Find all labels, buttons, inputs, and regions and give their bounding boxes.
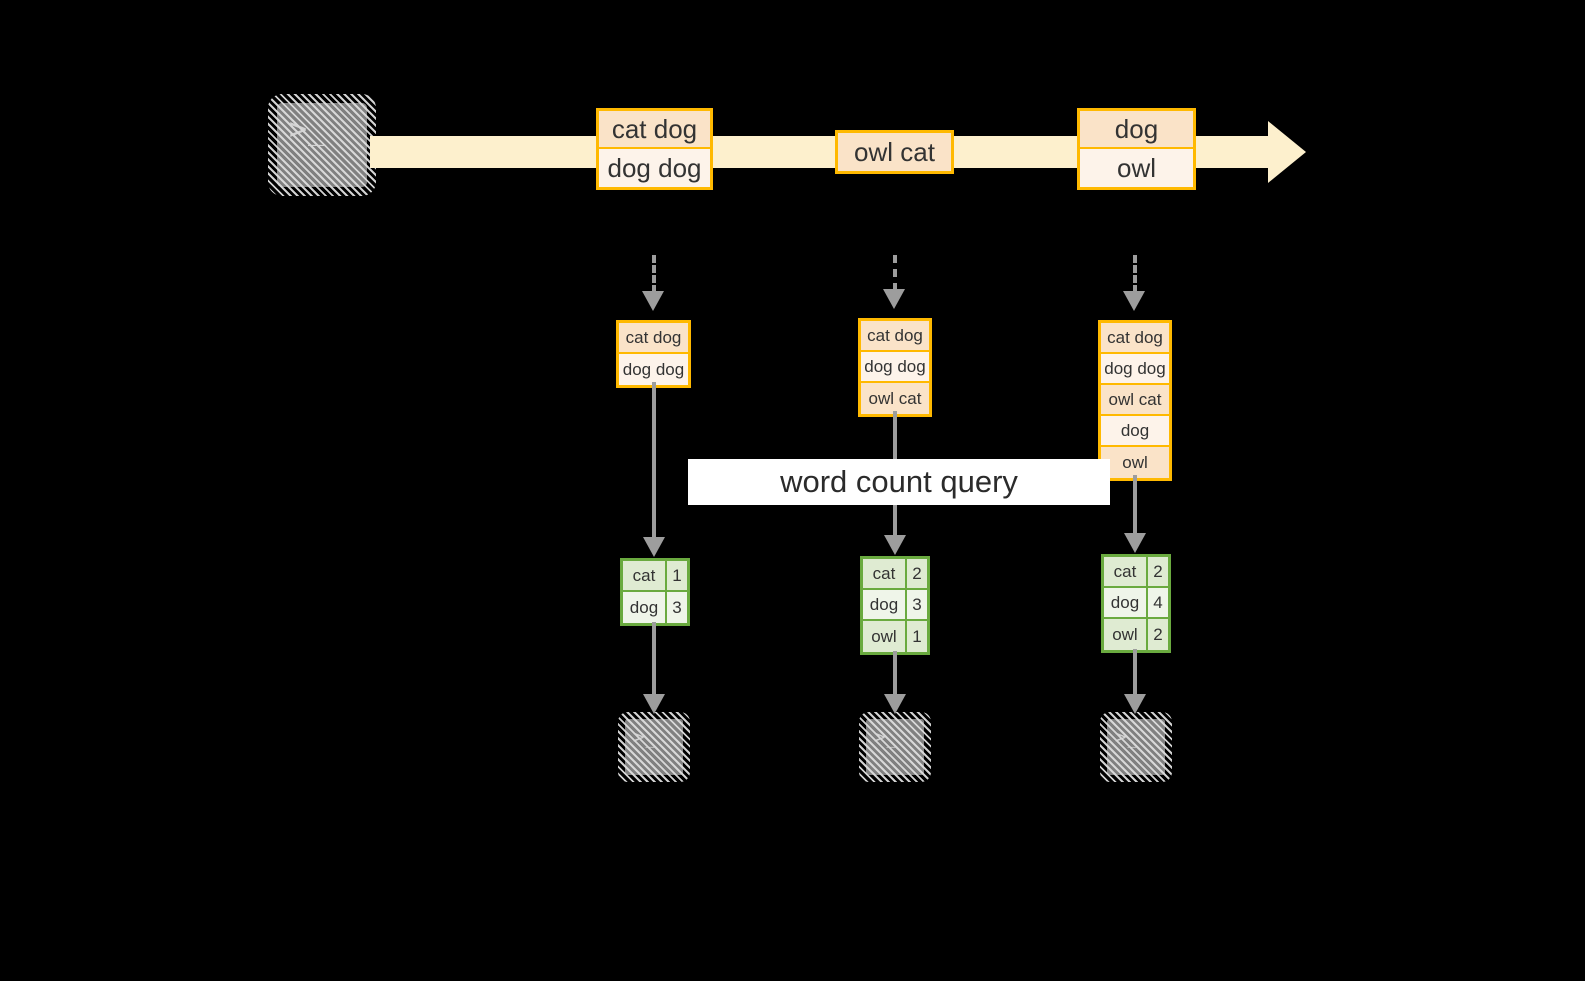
- stream-event-line: dog: [1080, 111, 1193, 149]
- snapshot-buffer-1: cat dog dog dog: [616, 320, 691, 388]
- table-cell-count: 2: [1147, 619, 1168, 650]
- sink-arrowhead-1: [643, 694, 665, 714]
- sink-terminal-icon-3: >_: [1100, 712, 1172, 782]
- table-row: cat 2: [1104, 557, 1168, 588]
- result-table-1: cat 1 dog 3: [620, 558, 690, 626]
- buffer-line: dog dog: [861, 352, 929, 383]
- table-row: dog 3: [863, 590, 927, 621]
- table-cell-word: owl: [1104, 619, 1148, 650]
- stream-event-line: owl cat: [838, 133, 951, 171]
- result-table-2: cat 2 dog 3 owl 1: [860, 556, 930, 655]
- stream-event-group-3: dog owl: [1077, 108, 1196, 190]
- stream-event-line: owl: [1080, 149, 1193, 187]
- table-cell-count: 3: [666, 592, 687, 623]
- table-cell-word: dog: [863, 590, 907, 619]
- query-arrowhead-2: [884, 535, 906, 555]
- table-row: cat 1: [623, 561, 687, 592]
- table-cell-count: 4: [1147, 588, 1168, 617]
- table-row: dog 3: [623, 592, 687, 623]
- snapshot-trigger-arrowhead-3: [1123, 291, 1145, 311]
- table-cell-count: 1: [666, 561, 687, 590]
- sink-arrowhead-2: [884, 694, 906, 714]
- stream-event-line: cat dog: [599, 111, 710, 149]
- terminal-prompt-glyph: >_: [633, 726, 658, 748]
- table-cell-count: 2: [1147, 557, 1168, 586]
- stream-event-line: dog dog: [599, 149, 710, 187]
- buffer-line: cat dog: [619, 323, 688, 354]
- sink-terminal-icon-2: >_: [859, 712, 931, 782]
- buffer-line: owl: [1101, 447, 1169, 478]
- stream-arrowhead: [1268, 121, 1306, 183]
- source-terminal-icon: >_: [268, 94, 376, 196]
- sink-arrow-1: [652, 622, 656, 694]
- table-cell-word: cat: [1104, 557, 1148, 586]
- buffer-line: owl cat: [861, 383, 929, 414]
- query-arrowhead-1: [643, 537, 665, 557]
- snapshot-buffer-3: cat dog dog dog owl cat dog owl: [1098, 320, 1172, 481]
- table-row: dog 4: [1104, 588, 1168, 619]
- table-row: owl 1: [863, 621, 927, 652]
- buffer-line: owl cat: [1101, 385, 1169, 416]
- buffer-line: dog dog: [1101, 354, 1169, 385]
- table-cell-count: 1: [906, 621, 927, 652]
- query-arrow-1: [652, 382, 656, 537]
- sink-arrowhead-3: [1124, 694, 1146, 714]
- buffer-line: cat dog: [861, 321, 929, 352]
- snapshot-trigger-arrow-2: [893, 255, 897, 291]
- table-cell-count: 3: [906, 590, 927, 619]
- stream-event-group-1: cat dog dog dog: [596, 108, 713, 190]
- buffer-line: dog dog: [619, 354, 688, 385]
- table-cell-word: cat: [623, 561, 667, 590]
- terminal-prompt-glyph: >_: [289, 112, 328, 147]
- snapshot-trigger-arrow-3: [1133, 255, 1137, 293]
- table-cell-word: owl: [863, 621, 907, 652]
- terminal-prompt-glyph: >_: [1115, 726, 1140, 748]
- query-label-banner: word count query: [688, 459, 1110, 505]
- query-label-text: word count query: [780, 464, 1018, 499]
- snapshot-trigger-arrow-1: [652, 255, 656, 293]
- query-arrowhead-3: [1124, 533, 1146, 553]
- table-cell-count: 2: [906, 559, 927, 588]
- result-table-3: cat 2 dog 4 owl 2: [1101, 554, 1171, 653]
- sink-terminal-icon-1: >_: [618, 712, 690, 782]
- stream-event-group-2: owl cat: [835, 130, 954, 174]
- sink-arrow-3: [1133, 649, 1137, 694]
- snapshot-trigger-arrowhead-1: [642, 291, 664, 311]
- query-arrow-3: [1133, 475, 1137, 533]
- snapshot-buffer-2: cat dog dog dog owl cat: [858, 318, 932, 417]
- table-cell-word: dog: [1104, 588, 1148, 617]
- table-cell-word: cat: [863, 559, 907, 588]
- table-row: cat 2: [863, 559, 927, 590]
- table-row: owl 2: [1104, 619, 1168, 650]
- sink-arrow-2: [893, 651, 897, 694]
- table-cell-word: dog: [623, 592, 667, 623]
- terminal-prompt-glyph: >_: [874, 726, 899, 748]
- snapshot-trigger-arrowhead-2: [883, 289, 905, 309]
- buffer-line: cat dog: [1101, 323, 1169, 354]
- buffer-line: dog: [1101, 416, 1169, 447]
